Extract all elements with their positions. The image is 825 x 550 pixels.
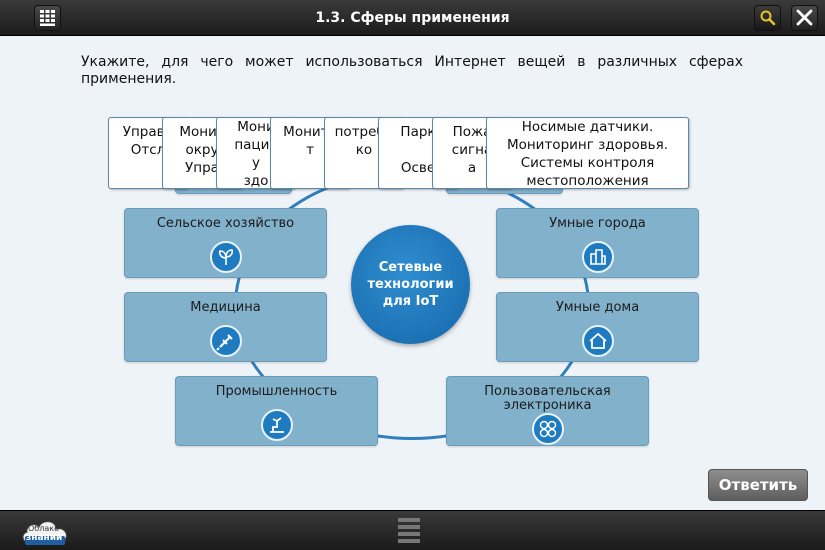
- sphere-smart-cities: Умные города: [496, 208, 699, 278]
- top-bar: 1.3. Сферы применения: [0, 0, 825, 36]
- central-hub: Сетевые технологии для IoT: [351, 225, 470, 344]
- close-icon: [796, 9, 813, 26]
- sphere-label: Промышленность: [215, 384, 338, 399]
- cloud-logo-icon: [22, 521, 67, 545]
- devices-icon: [531, 413, 564, 445]
- robot-arm-icon: [260, 409, 293, 441]
- grid-menu-icon: [40, 10, 55, 26]
- logo-line2: знаний: [26, 533, 63, 543]
- close-button[interactable]: [791, 5, 818, 31]
- syringe-icon: [209, 325, 242, 357]
- logo-line1: Облако: [28, 524, 59, 533]
- buildings-icon: [581, 241, 614, 273]
- menu-button[interactable]: [34, 5, 61, 31]
- sphere-label: Сельское хозяйство: [156, 216, 295, 231]
- sphere-smart-homes: Умные дома: [496, 292, 699, 362]
- sphere-medicine: Медицина: [124, 292, 327, 362]
- drag-handle-icon[interactable]: [397, 515, 421, 545]
- sphere-industry: Промышленность: [175, 376, 378, 446]
- leaf-icon: [209, 241, 242, 273]
- question-text: Укажите, для чего может использоваться И…: [81, 54, 743, 87]
- sphere-label: Пользовательская электроника: [484, 384, 611, 413]
- page-title: 1.3. Сферы применения: [315, 10, 510, 26]
- sphere-label: Умные города: [549, 216, 646, 231]
- answer-card[interactable]: Носимые датчики.Мониторинг здоровья.Сист…: [486, 117, 689, 189]
- bottom-bar: [0, 510, 825, 550]
- hub-label: Сетевые технологии для IoT: [367, 260, 454, 309]
- answer-button[interactable]: Ответить: [708, 469, 808, 501]
- search-button[interactable]: [754, 5, 781, 31]
- sphere-agriculture: Сельское хозяйство: [124, 208, 327, 278]
- sphere-consumer-electronics: Пользовательская электроника: [446, 376, 649, 446]
- sphere-label: Умные дома: [555, 300, 640, 315]
- search-icon: [760, 10, 776, 26]
- house-icon: [581, 325, 614, 357]
- sphere-label: Медицина: [190, 300, 261, 315]
